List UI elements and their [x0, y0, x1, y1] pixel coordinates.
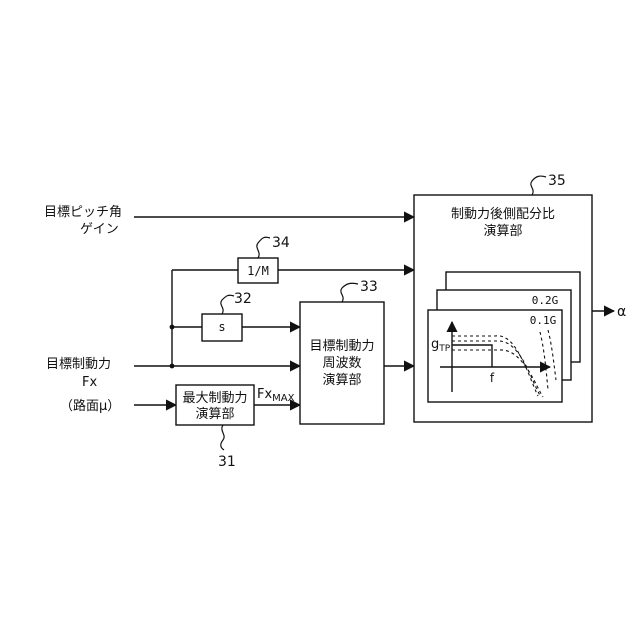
graph-y-label-main: g [431, 337, 439, 352]
leader-33 [341, 283, 358, 302]
block-33-label-3: 演算部 [322, 372, 361, 388]
block-32-label: s [218, 320, 225, 334]
output-label-alpha: α [617, 304, 626, 320]
ref-number-35: 35 [548, 173, 566, 189]
junction-dot-fx [170, 364, 175, 369]
signal-label-fxmax-main: Fx [257, 387, 272, 402]
ref-number-34: 34 [272, 235, 290, 251]
ref-number-32: 32 [234, 291, 252, 307]
input-label-target-braking-2: Fx [82, 375, 97, 390]
block-35-label-2: 演算部 [483, 223, 522, 239]
input-label-target-braking-1: 目標制動力 [46, 357, 111, 372]
map-card-0-2g-label: 0.2G [532, 294, 559, 307]
input-label-pitch-gain-1: 目標ピッチ角 [44, 205, 122, 220]
input-label-road-mu: （路面μ） [60, 398, 120, 414]
leader-32 [221, 295, 234, 314]
signal-label-fxmax-sub: MAX [272, 393, 294, 404]
block-34-label: 1/M [247, 264, 269, 278]
graph-y-label-sub: TP [438, 344, 450, 354]
leader-35 [531, 176, 546, 195]
signal-label-fxmax: FxMAX [257, 387, 295, 404]
block-33-label-2: 周波数 [322, 356, 361, 371]
ref-number-33: 33 [360, 279, 378, 295]
leader-34 [257, 237, 270, 258]
ref-number-31: 31 [218, 454, 236, 470]
block-31-label-2: 演算部 [195, 406, 234, 422]
block-33-label-1: 目標制動力 [309, 339, 374, 354]
block-35-label-1: 制動力後側配分比 [451, 207, 555, 222]
map-card-0-1g-label: 0.1G [530, 314, 557, 327]
leader-31 [221, 425, 224, 450]
block-31-label-1: 最大制動力 [182, 391, 247, 406]
input-label-pitch-gain-2: ゲイン [80, 222, 119, 237]
